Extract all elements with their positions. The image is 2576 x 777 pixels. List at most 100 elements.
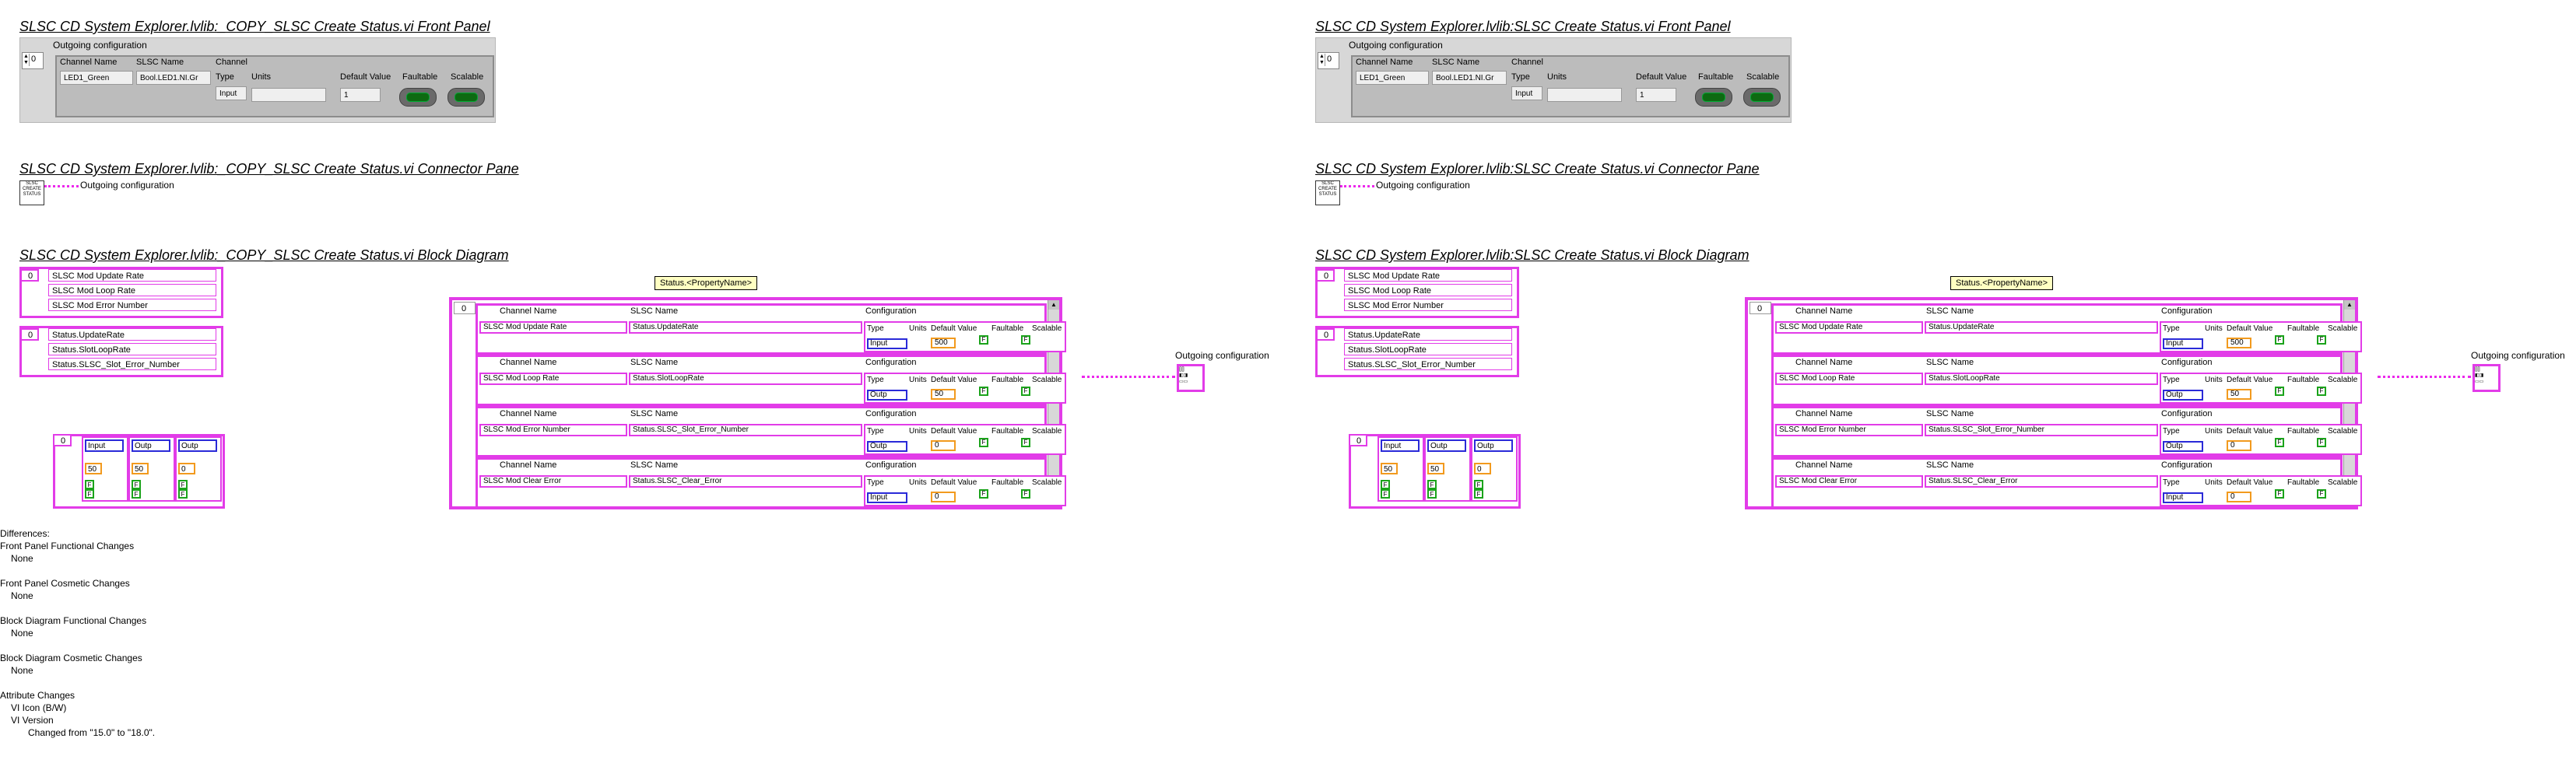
default-value-numeric[interactable]: 500 — [2227, 338, 2251, 348]
faultable-led[interactable] — [399, 88, 437, 107]
faultable-boolean[interactable]: F — [132, 480, 141, 489]
scroll-up-icon[interactable]: ▲ — [2344, 300, 2355, 310]
channel-name-constant[interactable]: SLSC Mod Update Rate — [1775, 321, 1923, 334]
default-value-numeric[interactable]: 50 — [931, 389, 956, 400]
channel-name-field[interactable]: LED1_Green — [60, 71, 133, 85]
channel-name-constant[interactable]: SLSC Mod Update Rate — [479, 321, 627, 334]
string-constant[interactable]: Status.SlotLoopRate — [48, 343, 216, 355]
default-value-numeric[interactable]: 50 — [1427, 463, 1444, 474]
type-enum[interactable]: Input — [2163, 492, 2203, 503]
channel-name-constant[interactable]: SLSC Mod Loop Rate — [479, 373, 627, 385]
scalable-boolean[interactable]: F — [1021, 489, 1030, 499]
type-enum[interactable]: Outp — [1474, 439, 1513, 452]
type-enum[interactable]: Outp — [867, 441, 907, 452]
faultable-boolean[interactable]: F — [979, 489, 988, 499]
string-constant[interactable]: Status.SlotLoopRate — [1344, 343, 1512, 355]
channel-name-constant[interactable]: SLSC Mod Error Number — [479, 424, 627, 436]
type-enum[interactable]: Outp — [132, 439, 170, 452]
default-value-numeric[interactable]: 0 — [931, 492, 956, 502]
default-value-numeric[interactable]: 500 — [931, 338, 956, 348]
array-index[interactable]: 0 — [20, 328, 39, 341]
scroll-up-icon[interactable]: ▲ — [1048, 300, 1059, 310]
channel-name-constant[interactable]: SLSC Mod Error Number — [1775, 424, 1923, 436]
string-constant[interactable]: Status.SLSC_Slot_Error_Number — [1344, 358, 1512, 370]
faultable-led[interactable] — [1695, 88, 1732, 107]
scalable-boolean[interactable]: F — [178, 489, 188, 499]
string-constant[interactable]: SLSC Mod Error Number — [1344, 299, 1512, 311]
default-value-numeric[interactable]: 0 — [931, 440, 956, 451]
slsc-name-constant[interactable]: Status.UpdateRate — [1925, 321, 2158, 334]
increment-decrement-icon[interactable]: ▲▼ — [23, 54, 30, 66]
faultable-boolean[interactable]: F — [2275, 335, 2284, 345]
channel-name-constant[interactable]: SLSC Mod Clear Error — [1775, 475, 1923, 488]
units-field[interactable] — [251, 88, 326, 102]
type-enum[interactable]: Input — [867, 492, 907, 503]
string-constant[interactable]: SLSC Mod Update Rate — [1344, 269, 1512, 282]
default-value-numeric[interactable]: 50 — [1381, 463, 1398, 474]
increment-decrement-icon[interactable]: ▲▼ — [1319, 54, 1325, 66]
slsc-name-constant[interactable]: Status.SLSC_Slot_Error_Number — [629, 424, 862, 436]
scalable-boolean[interactable]: F — [1474, 489, 1483, 499]
string-constant[interactable]: Status.SLSC_Slot_Error_Number — [48, 358, 216, 370]
default-value-numeric[interactable]: 0 — [178, 463, 195, 474]
output-indicator-terminal[interactable]: [][]◧◨▭▭ — [2472, 364, 2501, 392]
channel-name-constant[interactable]: SLSC Mod Loop Rate — [1775, 373, 1923, 385]
slsc-name-constant[interactable]: Status.SLSC_Clear_Error — [629, 475, 862, 488]
units-field[interactable] — [1547, 88, 1622, 102]
array-index[interactable]: 0 — [454, 302, 476, 314]
faultable-boolean[interactable]: F — [979, 387, 988, 396]
scalable-boolean[interactable]: F — [2317, 335, 2326, 345]
default-value-numeric[interactable]: 0 — [1474, 463, 1491, 474]
scalable-boolean[interactable]: F — [1427, 489, 1437, 499]
scalable-led[interactable] — [1743, 88, 1781, 107]
faultable-boolean[interactable]: F — [85, 480, 94, 489]
default-value-field[interactable]: 1 — [340, 88, 381, 102]
type-enum[interactable]: Outp — [867, 390, 907, 401]
faultable-boolean[interactable]: F — [2275, 489, 2284, 499]
array-index[interactable]: 0 — [1316, 269, 1335, 282]
default-value-numeric[interactable]: 50 — [2227, 389, 2251, 400]
type-enum[interactable]: Outp — [1427, 439, 1466, 452]
slsc-name-constant[interactable]: Status.SLSC_Slot_Error_Number — [1925, 424, 2158, 436]
scalable-boolean[interactable]: F — [85, 489, 94, 499]
faultable-boolean[interactable]: F — [178, 480, 188, 489]
faultable-boolean[interactable]: F — [979, 335, 988, 345]
array-index[interactable]: 0 — [53, 434, 72, 446]
type-enum[interactable]: Outp — [2163, 390, 2203, 401]
default-value-field[interactable]: 1 — [1636, 88, 1676, 102]
slsc-name-field[interactable]: Bool.LED1.NI.Gr — [136, 71, 211, 85]
string-constant[interactable]: Status.UpdateRate — [1344, 328, 1512, 341]
output-indicator-terminal[interactable]: [][]◧◨▭▭ — [1177, 364, 1205, 392]
type-enum[interactable]: Input — [867, 338, 907, 349]
scalable-boolean[interactable]: F — [132, 489, 141, 499]
scalable-boolean[interactable]: F — [1021, 438, 1030, 447]
type-enum[interactable]: Outp — [178, 439, 217, 452]
array-index[interactable]: 0 — [1316, 328, 1335, 341]
scalable-boolean[interactable]: F — [2317, 387, 2326, 396]
slsc-name-constant[interactable]: Status.SlotLoopRate — [629, 373, 862, 385]
slsc-name-field[interactable]: Bool.LED1.NI.Gr — [1432, 71, 1507, 85]
string-constant[interactable]: SLSC Mod Loop Rate — [1344, 284, 1512, 296]
faultable-boolean[interactable]: F — [979, 438, 988, 447]
string-constant[interactable]: SLSC Mod Update Rate — [48, 269, 216, 282]
type-field[interactable]: Input — [1511, 86, 1542, 100]
default-value-numeric[interactable]: 0 — [2227, 492, 2251, 502]
type-field[interactable]: Input — [216, 86, 247, 100]
string-constant[interactable]: SLSC Mod Error Number — [48, 299, 216, 311]
default-value-numeric[interactable]: 50 — [85, 463, 102, 474]
scalable-boolean[interactable]: F — [2317, 489, 2326, 499]
default-value-numeric[interactable]: 50 — [132, 463, 149, 474]
faultable-boolean[interactable]: F — [1474, 480, 1483, 489]
slsc-name-constant[interactable]: Status.UpdateRate — [629, 321, 862, 334]
channel-name-field[interactable]: LED1_Green — [1356, 71, 1429, 85]
array-index-control[interactable]: ▲▼ 0 — [1318, 52, 1339, 69]
faultable-boolean[interactable]: F — [2275, 438, 2284, 447]
slsc-name-constant[interactable]: Status.SlotLoopRate — [1925, 373, 2158, 385]
type-enum[interactable]: Input — [1381, 439, 1420, 452]
array-index-control[interactable]: ▲▼ 0 — [22, 52, 44, 69]
scalable-boolean[interactable]: F — [1381, 489, 1390, 499]
faultable-boolean[interactable]: F — [1381, 480, 1390, 489]
array-index[interactable]: 0 — [1750, 302, 1771, 314]
type-enum[interactable]: Outp — [2163, 441, 2203, 452]
type-enum[interactable]: Input — [85, 439, 124, 452]
